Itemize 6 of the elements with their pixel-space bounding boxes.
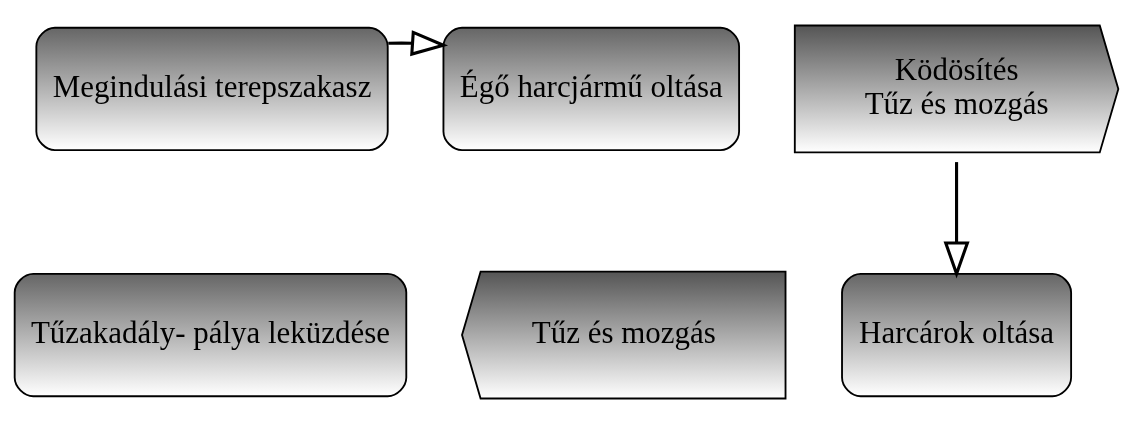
node-box: Harcárok oltása [841,272,1073,397]
arrow [943,161,970,279]
node-box: Tűzakadály- pálya leküzdése [13,272,408,397]
arrow [388,29,449,56]
node-box: Megindulási terepszakasz [35,26,389,151]
node-box: Égő harcjármű oltása [442,26,740,151]
